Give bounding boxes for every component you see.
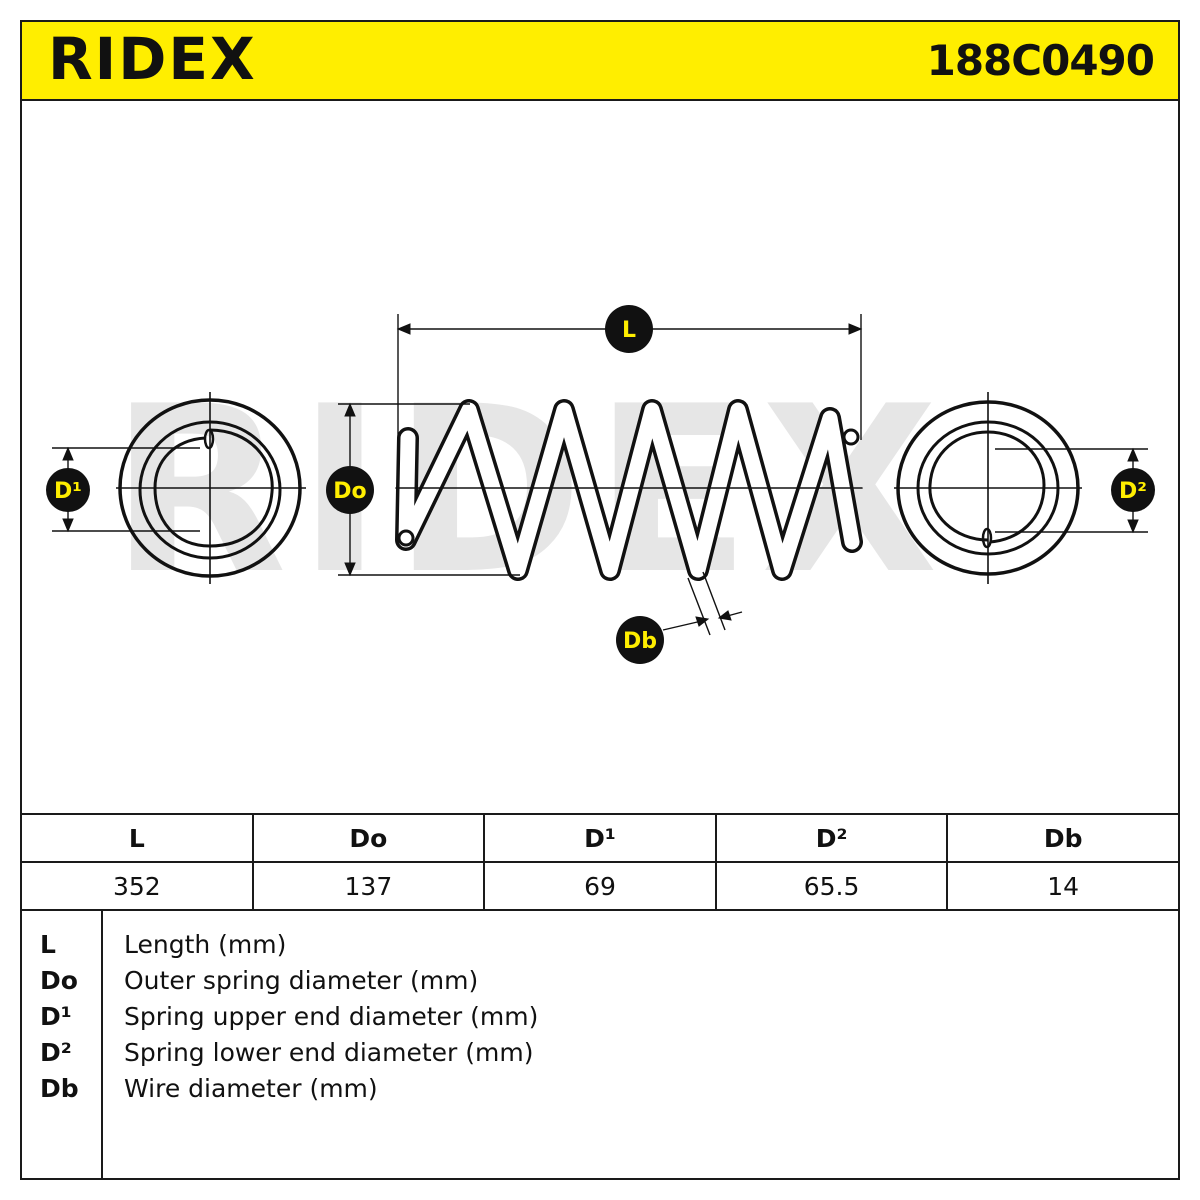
legend-key: D¹	[40, 1002, 72, 1031]
wire-diameter-label: Db	[623, 629, 657, 654]
length-dimension	[396, 314, 863, 440]
legend-description: Length (mm)	[124, 930, 287, 959]
spring-drawing: RIDEX D¹ D²	[46, 305, 1155, 664]
lower-end-view	[894, 392, 1082, 584]
upper-end-dimension	[52, 446, 200, 533]
legend-divider	[101, 909, 103, 1180]
header-wire-diameter: Db	[946, 813, 1180, 863]
legend-description: Outer spring diameter (mm)	[124, 966, 479, 995]
length-label: L	[622, 318, 636, 343]
value-length: 352	[20, 861, 254, 911]
watermark-logo: RIDEX	[110, 358, 948, 625]
spec-table: L Do D¹ D² Db 352 137 69 65.5 14	[20, 813, 1180, 911]
outer-diameter-dimension	[338, 402, 520, 577]
outer-diameter-badge	[326, 466, 374, 514]
ridex-logo: RIDEX	[48, 25, 257, 93]
header-bar: RIDEX 188C0490	[20, 20, 1180, 101]
legend-key: Db	[40, 1074, 79, 1103]
header-length: L	[20, 813, 254, 863]
length-badge	[605, 305, 653, 353]
part-number: 188C0490	[926, 36, 1155, 85]
lower-end-diameter-badge	[1111, 468, 1155, 512]
upper-end-diameter-label: D¹	[54, 479, 82, 504]
value-wire-diameter: 14	[946, 861, 1180, 911]
legend-description: Wire diameter (mm)	[124, 1074, 378, 1103]
legend-key: L	[40, 930, 56, 959]
legend-description: Spring upper end diameter (mm)	[124, 1002, 539, 1031]
legend-key: Do	[40, 966, 78, 995]
header-lower-end-diameter: D²	[714, 813, 949, 863]
upper-end-diameter-badge	[46, 468, 90, 512]
lower-end-diameter-label: D²	[1119, 479, 1147, 504]
outer-diameter-label: Do	[333, 479, 366, 504]
spec-table-value-row: 352 137 69 65.5 14	[20, 861, 1180, 911]
legend: L Length (mm) Do Outer spring diameter (…	[20, 909, 1180, 1180]
header-upper-end-diameter: D¹	[483, 813, 717, 863]
value-lower-end-diameter: 65.5	[714, 861, 949, 911]
value-upper-end-diameter: 69	[483, 861, 717, 911]
value-outer-diameter: 137	[251, 861, 486, 911]
upper-end-view	[116, 392, 306, 584]
legend-key: D²	[40, 1038, 72, 1067]
spec-table-header-row: L Do D¹ D² Db	[20, 813, 1180, 863]
header-outer-diameter: Do	[251, 813, 486, 863]
legend-description: Spring lower end diameter (mm)	[124, 1038, 534, 1067]
spring-side-view	[395, 399, 863, 581]
wire-diameter-dimension	[662, 571, 743, 636]
wire-diameter-badge	[616, 616, 664, 664]
